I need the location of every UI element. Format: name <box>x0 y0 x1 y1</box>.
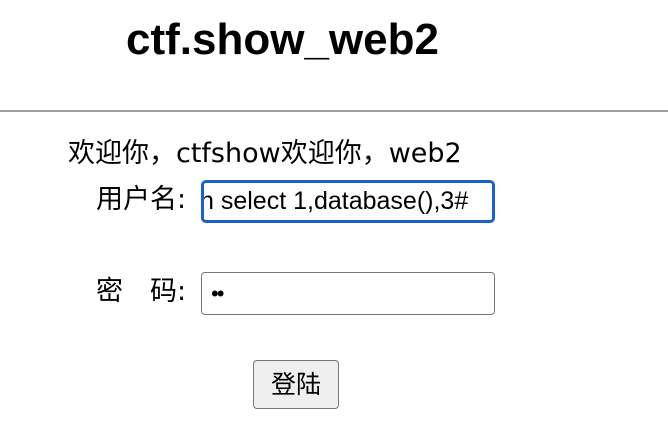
username-input-value: n select 1,database(),3# <box>201 187 469 215</box>
page-title: ctf.show_web2 <box>126 15 439 64</box>
password-input-value: •• <box>211 281 224 306</box>
password-label-part-2: 码: <box>150 276 187 307</box>
username-input[interactable]: n select 1,database(),3# <box>201 180 495 223</box>
password-input[interactable]: •• <box>201 272 495 315</box>
horizontal-divider <box>0 110 668 112</box>
password-label-part-1: 密 <box>96 276 123 307</box>
password-label: 密码: <box>96 274 186 310</box>
username-label: 用户名: <box>96 184 187 215</box>
login-button[interactable]: 登陆 <box>253 360 339 409</box>
welcome-text: 欢迎你，ctfshow欢迎你，web2 <box>68 138 462 169</box>
